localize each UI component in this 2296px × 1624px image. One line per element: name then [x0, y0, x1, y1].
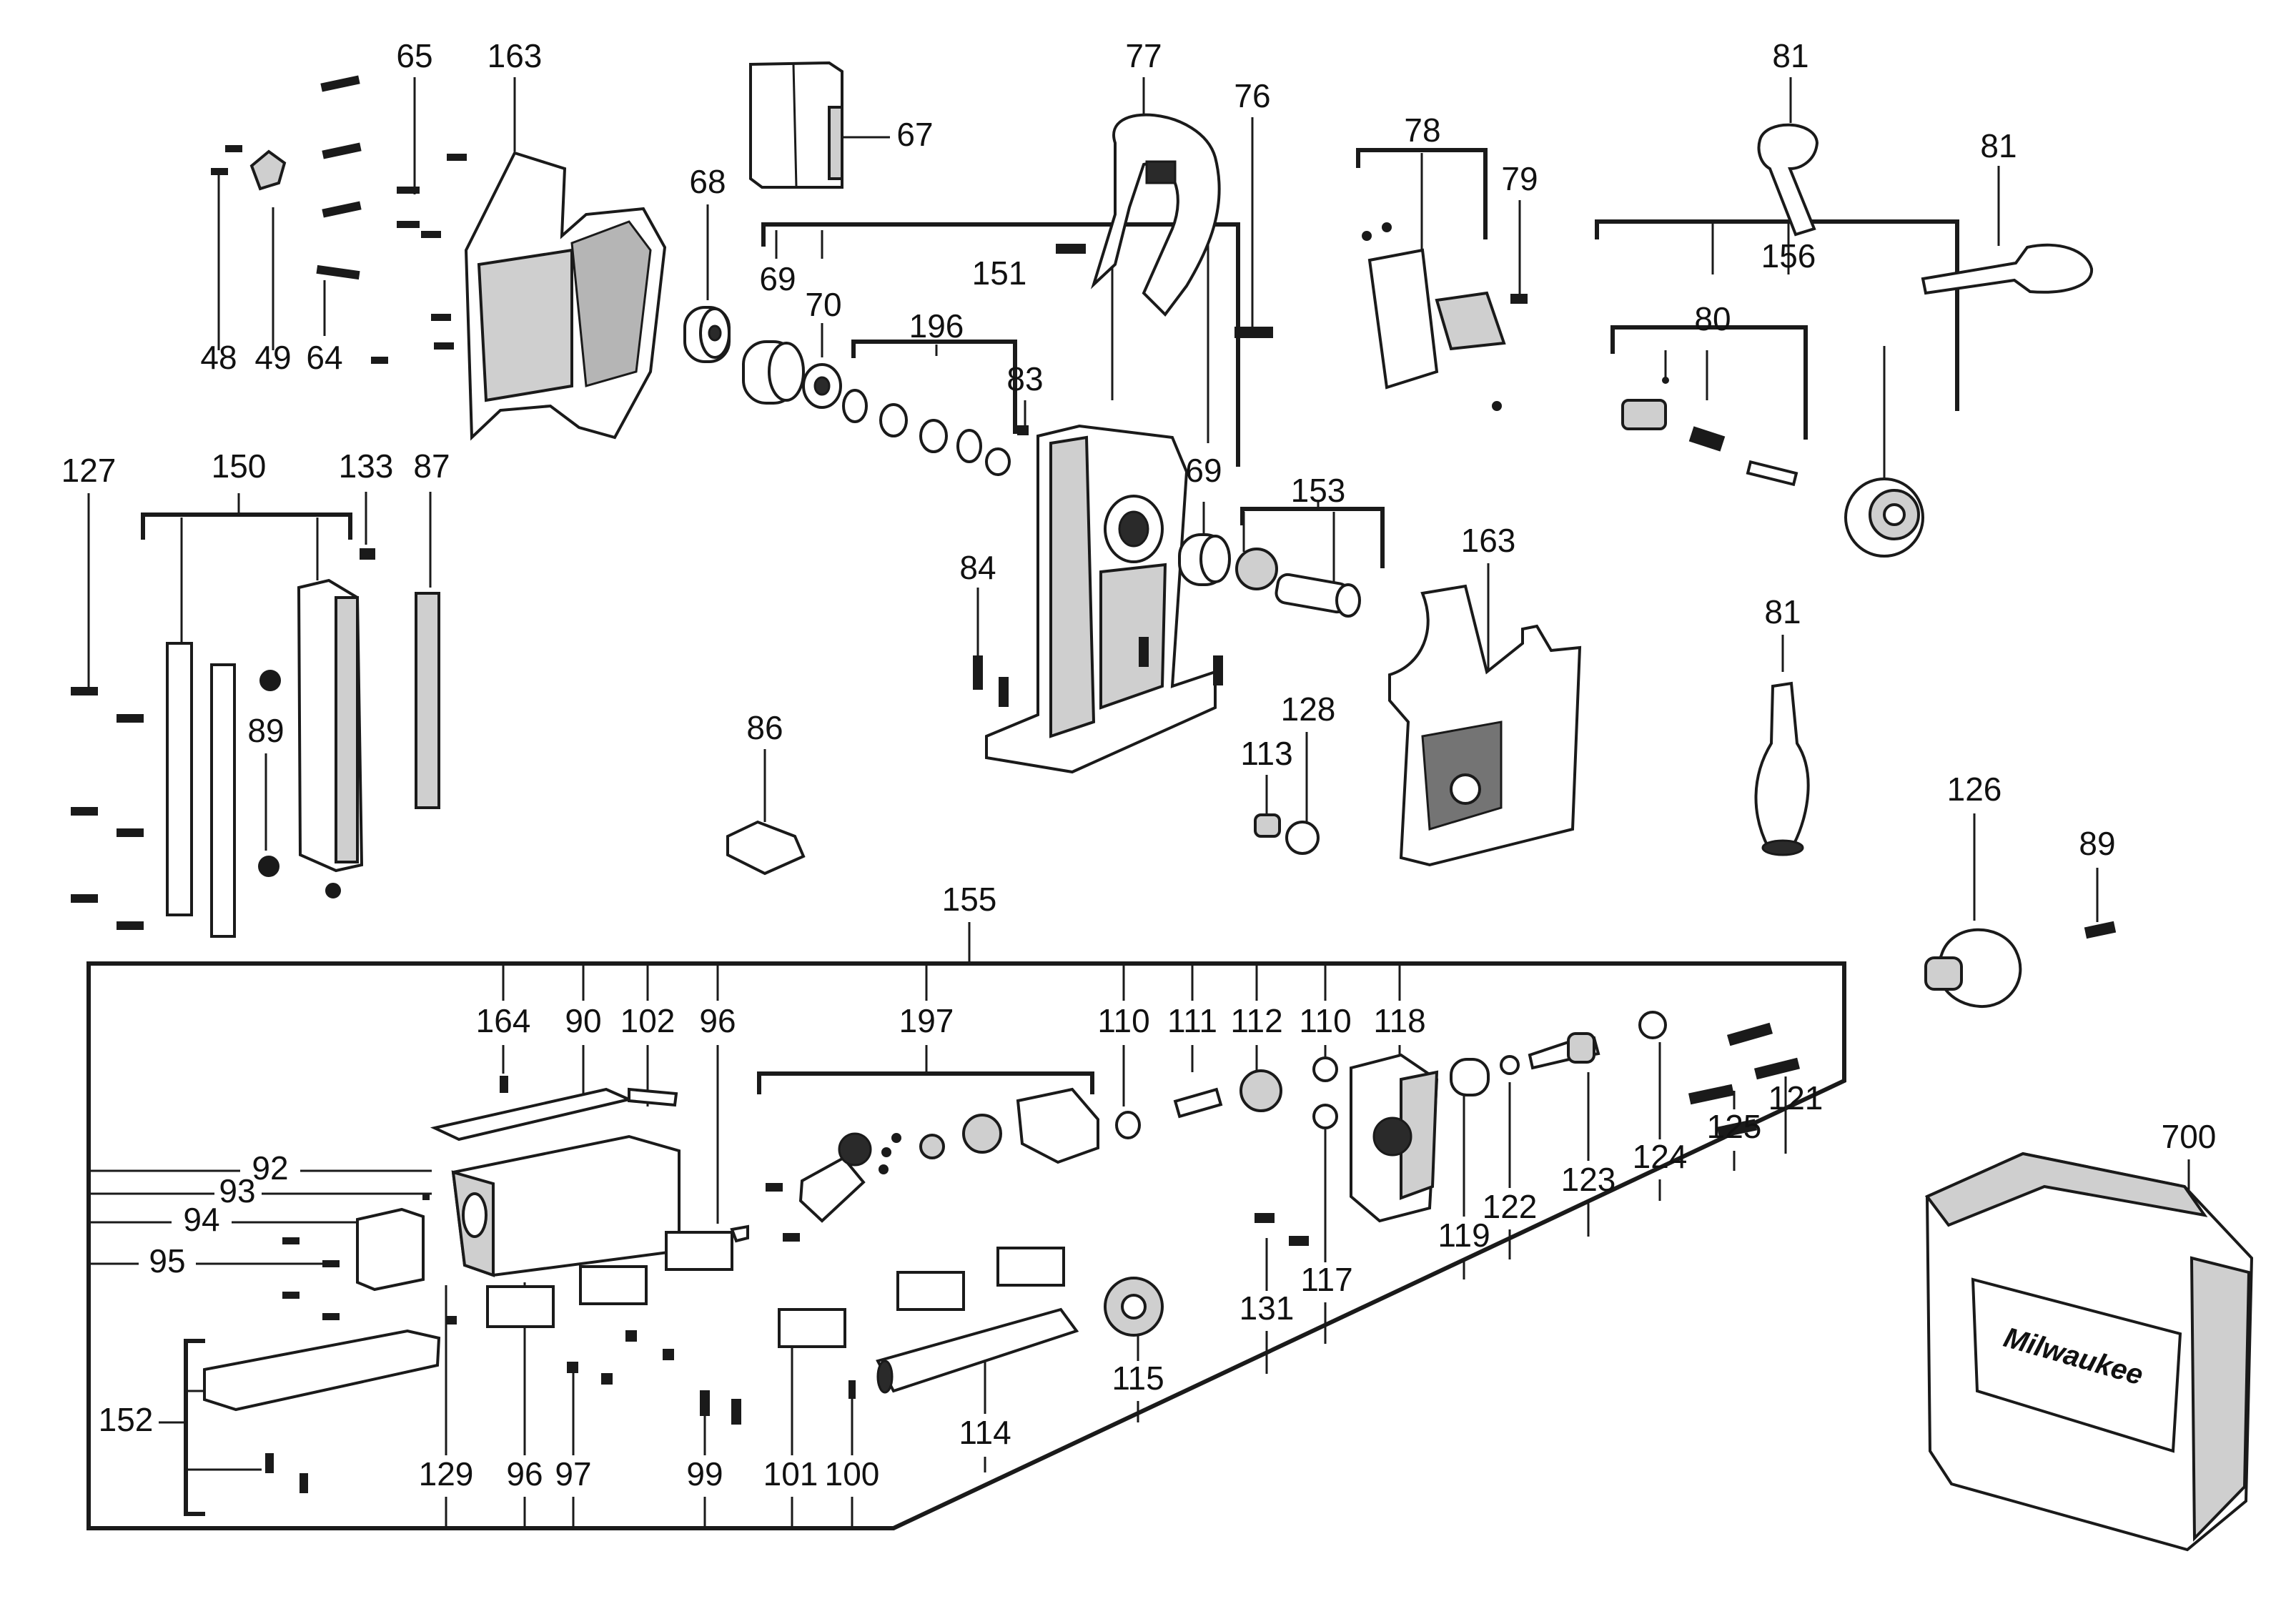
callout-114: 114 — [959, 1414, 1011, 1451]
callout-129: 129 — [419, 1455, 474, 1492]
callout-92: 92 — [252, 1149, 288, 1187]
callout-95: 95 — [149, 1242, 185, 1279]
carry-case-700 — [1924, 1152, 2254, 1552]
callout-164: 164 — [476, 1002, 531, 1039]
callout-126: 126 — [1947, 771, 2002, 808]
tray-152 — [203, 1329, 441, 1412]
assembly-155-frame — [86, 961, 2190, 1530]
callout-123: 123 — [1561, 1161, 1616, 1198]
callout-86: 86 — [746, 709, 783, 746]
callout-77: 77 — [1125, 37, 1162, 74]
callout-163-b: 163 — [1461, 522, 1516, 559]
callout-64: 64 — [306, 339, 342, 376]
callout-94: 94 — [183, 1201, 219, 1238]
callout-97: 97 — [555, 1455, 591, 1492]
callout-93: 93 — [219, 1172, 255, 1209]
callout-78: 78 — [1404, 112, 1440, 149]
callout-118: 118 — [1373, 1002, 1425, 1039]
rack-87 — [415, 592, 440, 809]
plate-94 — [356, 1207, 425, 1292]
callout-89: 89 — [247, 712, 284, 749]
callout-90: 90 — [565, 1002, 601, 1039]
callout-81-b: 81 — [1980, 127, 2017, 164]
shaft-114 — [876, 1307, 1079, 1393]
callout-152: 152 — [99, 1401, 154, 1438]
callout-113: 113 — [1240, 735, 1292, 772]
knob-81 — [1757, 123, 1819, 237]
callout-67: 67 — [896, 116, 933, 153]
callout-102: 102 — [620, 1002, 676, 1039]
pcb-78 — [1367, 248, 1439, 390]
parts-top — [71, 61, 2117, 1009]
callout-115: 115 — [1112, 1360, 1164, 1397]
callout-79: 79 — [1501, 160, 1538, 197]
callout-133: 133 — [339, 447, 394, 485]
callout-69: 69 — [759, 260, 796, 297]
callout-111: 111 — [1167, 1002, 1217, 1039]
parts-box-155 — [203, 1011, 1801, 1493]
callout-69-b: 69 — [1185, 452, 1222, 489]
callout-127: 127 — [61, 452, 117, 489]
fitting-80 — [1621, 399, 1667, 430]
callout-117: 117 — [1300, 1261, 1352, 1298]
callout-87: 87 — [413, 447, 450, 485]
callout-131: 131 — [1239, 1289, 1295, 1327]
callout-70: 70 — [805, 286, 841, 323]
callout-110-b: 110 — [1299, 1002, 1351, 1039]
callout-163: 163 — [488, 37, 543, 74]
callout-122: 122 — [1483, 1188, 1538, 1225]
callout-125: 125 — [1707, 1108, 1762, 1145]
callout-48: 48 — [200, 339, 237, 376]
callout-76: 76 — [1234, 77, 1270, 114]
callout-81: 81 — [1772, 37, 1808, 74]
gear-153 — [1235, 548, 1278, 590]
callout-100: 100 — [825, 1455, 880, 1492]
callout-196: 196 — [909, 307, 964, 345]
callout-65: 65 — [396, 37, 432, 74]
callout-150: 150 — [212, 447, 267, 485]
bracket-86 — [726, 820, 806, 876]
rails-150 — [71, 578, 364, 938]
callout-153: 153 — [1291, 472, 1346, 509]
callout-96-b: 96 — [506, 1455, 543, 1492]
spacer-stack — [683, 306, 1029, 476]
callout-80: 80 — [1694, 300, 1731, 337]
callout-155: 155 — [942, 881, 997, 918]
pad-67 — [749, 61, 843, 189]
knob-81b — [1921, 243, 2094, 295]
callout-83: 83 — [1006, 360, 1043, 397]
callout-121: 121 — [1768, 1079, 1824, 1116]
callout-112: 112 — [1230, 1002, 1282, 1039]
callout-110: 110 — [1097, 1002, 1149, 1039]
callout-49: 49 — [254, 339, 291, 376]
clip-49 — [249, 149, 287, 191]
callout-151: 151 — [972, 254, 1027, 292]
callout-99: 99 — [686, 1455, 723, 1492]
callout-124: 124 — [1633, 1138, 1688, 1175]
callout-119: 119 — [1438, 1217, 1490, 1254]
callout-101: 101 — [763, 1455, 818, 1492]
callout-96: 96 — [699, 1002, 736, 1039]
cap-128 — [1285, 821, 1320, 855]
screw-group-65 — [211, 75, 467, 364]
callout-700: 700 — [2162, 1118, 2217, 1155]
bushing-113 — [1254, 813, 1281, 838]
callout-84: 84 — [959, 549, 996, 586]
callout-197: 197 — [899, 1002, 954, 1039]
callout-128: 128 — [1281, 690, 1336, 728]
callout-labels: 65 163 67 77 76 78 79 81 81 156 68 69 70… — [61, 37, 2217, 1492]
callout-68: 68 — [689, 163, 726, 200]
callout-81-c: 81 — [1764, 593, 1801, 630]
callout-89-b: 89 — [2079, 825, 2115, 862]
callout-156: 156 — [1761, 237, 1816, 274]
knob-81c — [1754, 681, 1810, 850]
